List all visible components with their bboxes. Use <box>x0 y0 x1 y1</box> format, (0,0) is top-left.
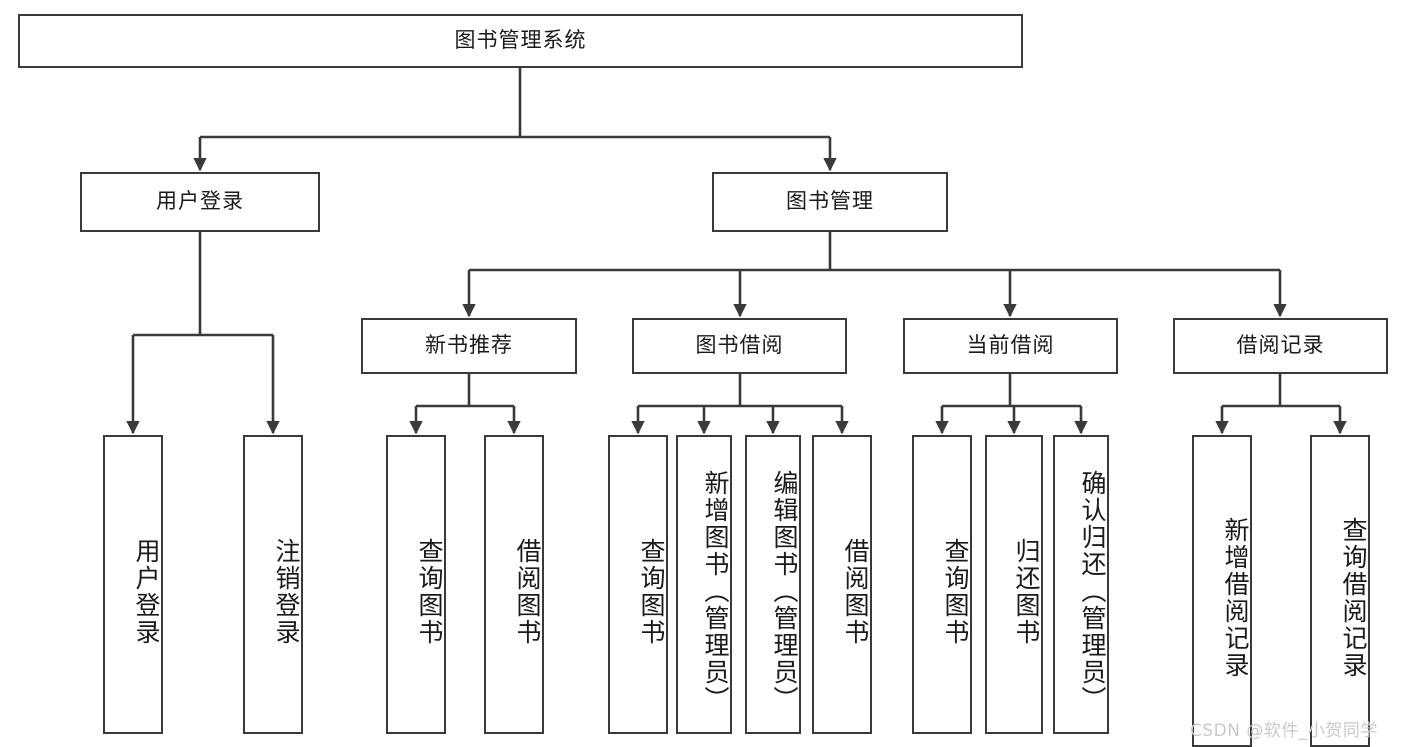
node-leaf-borrow-book-1[interactable]: 借阅图书 <box>484 435 544 734</box>
node-leaf-logout[interactable]: 注销登录 <box>243 435 303 734</box>
node-leaf-query-book-2[interactable]: 查询图书 <box>608 435 668 734</box>
node-leaf-edit-book[interactable]: 编辑图书（管理员） <box>745 435 801 734</box>
node-leaf-query-book-1[interactable]: 查询图书 <box>386 435 446 734</box>
node-leaf-query-book-2-label: 查询图书 <box>637 537 666 646</box>
node-user-login-label: 用户登录 <box>156 189 244 214</box>
node-root[interactable]: 图书管理系统 <box>18 14 1023 68</box>
node-leaf-add-book[interactable]: 新增图书（管理员） <box>676 435 732 734</box>
node-current-borrow-label: 当前借阅 <box>966 333 1055 358</box>
csdn-watermark: CSDN @软件_小贺同学 <box>1190 721 1378 741</box>
node-leaf-borrow-book-2-label: 借阅图书 <box>841 537 870 646</box>
node-root-label: 图书管理系统 <box>454 28 587 53</box>
node-leaf-add-record-label: 新增借阅记录 <box>1221 517 1250 679</box>
node-leaf-add-record[interactable]: 新增借阅记录 <box>1192 435 1252 747</box>
node-leaf-query-record[interactable]: 查询借阅记录 <box>1310 435 1370 747</box>
node-leaf-user-login[interactable]: 用户登录 <box>103 435 163 734</box>
node-book-manage[interactable]: 图书管理 <box>712 172 948 232</box>
node-leaf-borrow-book-2[interactable]: 借阅图书 <box>812 435 872 734</box>
node-leaf-confirm-return[interactable]: 确认归还（管理员） <box>1053 435 1109 734</box>
node-leaf-logout-label: 注销登录 <box>272 537 301 646</box>
node-current-borrow[interactable]: 当前借阅 <box>903 318 1118 374</box>
node-leaf-confirm-return-label: 确认归还（管理员） <box>1078 470 1107 713</box>
node-leaf-edit-book-label: 编辑图书（管理员） <box>770 470 799 713</box>
node-new-book-rec[interactable]: 新书推荐 <box>361 318 577 374</box>
node-leaf-query-record-label: 查询借阅记录 <box>1339 517 1368 679</box>
node-leaf-return-book-label: 归还图书 <box>1012 537 1041 646</box>
node-book-borrow[interactable]: 图书借阅 <box>632 318 847 374</box>
node-book-manage-label: 图书管理 <box>786 189 874 214</box>
node-leaf-query-book-3-label: 查询图书 <box>941 537 970 646</box>
node-borrow-record-label: 借阅记录 <box>1236 333 1325 358</box>
node-new-book-rec-label: 新书推荐 <box>425 333 513 358</box>
node-leaf-query-book-3[interactable]: 查询图书 <box>912 435 972 734</box>
node-book-borrow-label: 图书借阅 <box>695 333 784 358</box>
node-leaf-add-book-label: 新增图书（管理员） <box>701 470 730 713</box>
node-user-login[interactable]: 用户登录 <box>80 172 320 232</box>
node-leaf-borrow-book-1-label: 借阅图书 <box>513 537 542 646</box>
node-leaf-return-book[interactable]: 归还图书 <box>985 435 1043 734</box>
node-leaf-query-book-1-label: 查询图书 <box>415 537 444 646</box>
node-leaf-user-login-label: 用户登录 <box>132 537 161 646</box>
node-borrow-record[interactable]: 借阅记录 <box>1173 318 1388 374</box>
